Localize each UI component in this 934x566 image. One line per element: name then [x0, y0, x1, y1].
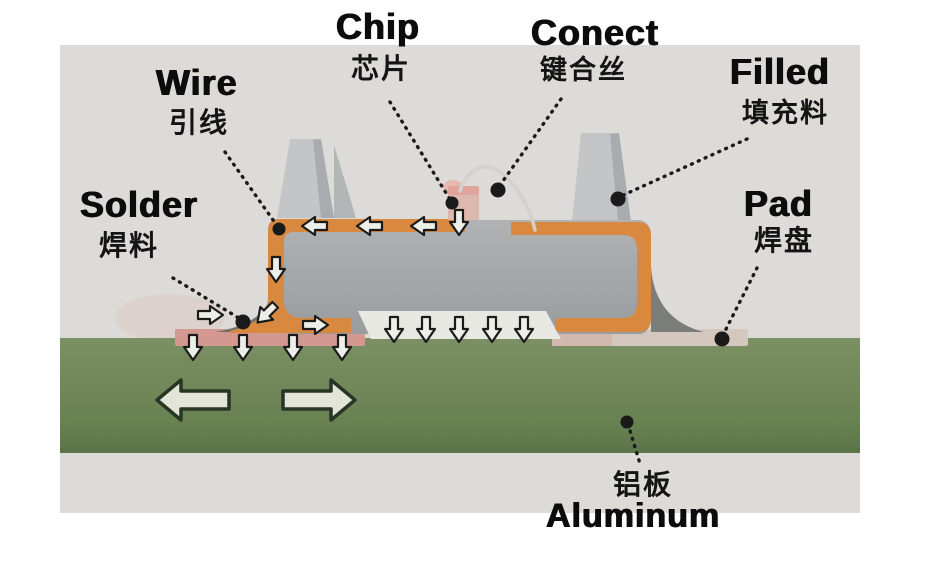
label-chip-en: Chip [336, 6, 420, 47]
label-aluminum-zh: 铝板 [613, 469, 674, 500]
label-pad-en: Pad [744, 183, 814, 224]
label-chip-zh: 芯片 [351, 53, 412, 84]
label-wire-zh: 引线 [169, 107, 230, 138]
label-aluminum-en: Aluminum [546, 497, 721, 535]
label-connect-zh: 键合丝 [540, 55, 627, 85]
label-pad-zh: 焊盘 [754, 225, 815, 256]
photo-grain-overlay [60, 45, 860, 513]
label-solder-zh: 焊料 [99, 230, 160, 261]
label-filled-en: Filled [730, 51, 831, 92]
label-filled-zh: 填充料 [742, 98, 829, 128]
label-wire-en: Wire [156, 62, 238, 103]
label-connect-en: Conect [531, 12, 660, 53]
label-solder-en: Solder [80, 184, 199, 225]
